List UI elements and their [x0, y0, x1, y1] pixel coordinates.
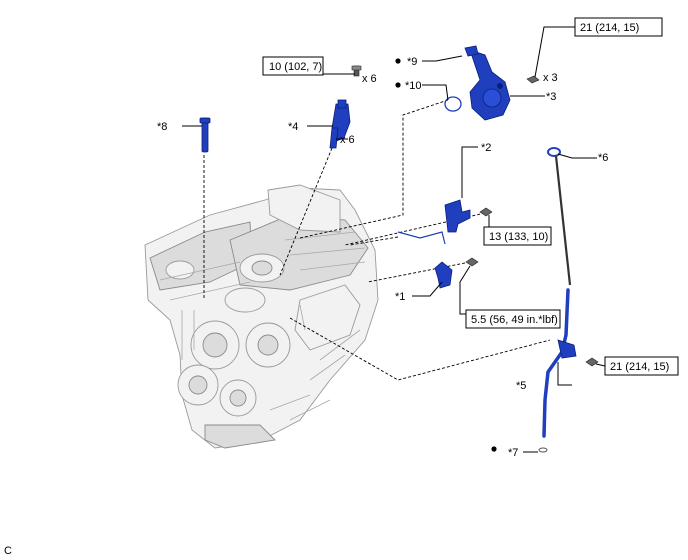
part-3-vacuum-pump [464, 45, 511, 121]
part-10-o-ring [444, 96, 462, 112]
bracket-bolt-13 [479, 207, 493, 217]
part-6-dipstick [547, 147, 572, 286]
bullet-10 [395, 82, 401, 88]
illustration-code: C [4, 545, 12, 557]
callout-1: *1 [395, 291, 405, 303]
quantity-pump-bolts: x 3 [543, 72, 558, 84]
callout-8: *8 [157, 121, 167, 133]
callout-2: *2 [481, 142, 491, 154]
callout-9: *9 [407, 56, 417, 68]
part-4-ignition-coil [329, 99, 351, 149]
callout-6: *6 [598, 152, 608, 164]
part-8-stud [199, 117, 211, 153]
dashed-leader-lines [203, 99, 551, 381]
callout-10: *10 [405, 80, 422, 92]
engine-assembly [144, 184, 379, 449]
bullet-9 [395, 58, 401, 64]
torque-box-1 [574, 17, 663, 37]
part-5-guide-tube [542, 288, 577, 438]
tube-bolt [585, 357, 599, 367]
callout-3: *3 [546, 91, 556, 103]
torque-label-1: 21 (214, 15) [580, 22, 639, 34]
callout-7: *7 [508, 447, 518, 459]
quantity-coils: x 6 [340, 134, 355, 146]
torque-box-5 [604, 356, 679, 376]
part-7-o-ring [538, 447, 548, 453]
bullet-7 [491, 446, 497, 452]
torque-label-4: 5.5 (56, 49 in.*lbf) [471, 314, 558, 326]
torque-box-2 [262, 56, 324, 76]
clamp-bolt-5-5 [465, 257, 479, 267]
torque-label-3: 13 (133, 10) [489, 231, 548, 243]
pump-bolt [526, 75, 540, 84]
leader-lines [182, 26, 606, 453]
torque-label-5: 21 (214, 15) [610, 361, 669, 373]
part-1-clamp [434, 261, 453, 289]
callout-4: *4 [288, 121, 298, 133]
torque-box-3 [483, 226, 552, 246]
torque-box-4 [465, 309, 561, 329]
callout-5: *5 [516, 380, 526, 392]
coil-bolt [351, 65, 362, 77]
part-2-bracket [397, 199, 471, 245]
quantity-coil-bolts: x 6 [362, 73, 377, 85]
torque-label-2: 10 (102, 7) [269, 61, 322, 73]
